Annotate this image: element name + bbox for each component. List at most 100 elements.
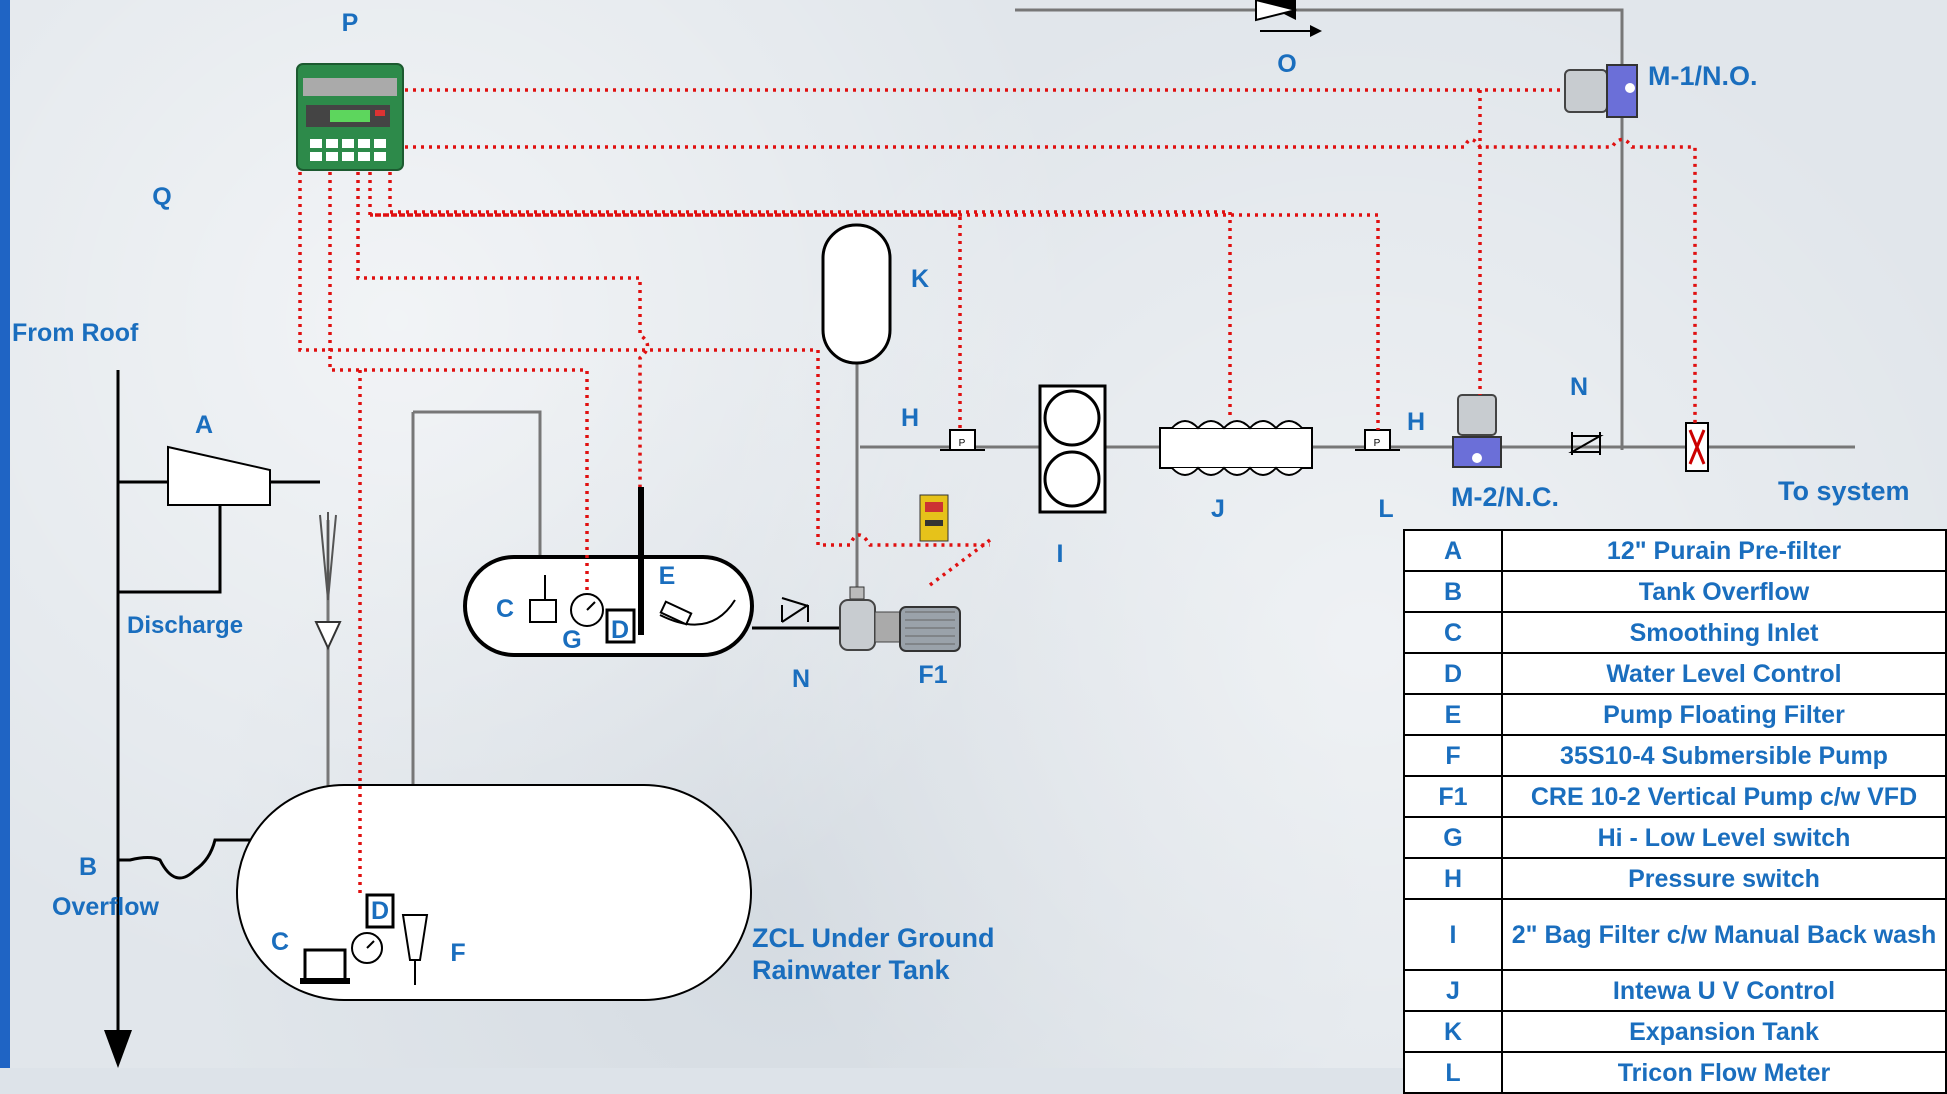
label-l: L [1378,495,1393,523]
legend-description: 12" Purain Pre-filter [1501,529,1947,572]
label-k: K [911,265,929,293]
label-m1: M-1/N.O. [1648,61,1758,91]
uv-unit-icon [1159,420,1313,476]
legend-key: G [1403,816,1503,859]
legend-description: CRE 10-2 Vertical Pump c/w VFD [1501,775,1947,818]
legend-description: 2" Bag Filter c/w Manual Back wash [1501,898,1947,971]
legend-description: Hi - Low Level switch [1501,816,1947,859]
level-control-lower-box [365,893,395,929]
valve-o-icon [1255,0,1322,37]
smoothing-inlet-lower-icon [303,948,347,982]
legend-description: Pump Floating Filter [1501,693,1947,736]
vfd-icon [919,494,949,542]
inlet-funnel-icon [314,512,342,651]
label-j: J [1211,495,1225,523]
label-overflow: Overflow [52,893,160,921]
legend-key: I [1403,898,1503,971]
check-valve-2-icon [1568,432,1604,455]
label-h-2: H [1407,408,1425,436]
label-to-system: To system [1778,476,1910,506]
label-m2: M-2/N.C. [1451,482,1559,512]
level-control-box [605,608,636,644]
pump-f1-icon [839,586,961,652]
motor-valve-m1-icon [1564,64,1638,118]
legend-description: Smoothing Inlet [1501,611,1947,654]
pressure-switch-symbol: P [1374,438,1381,449]
legend-description: Expansion Tank [1501,1010,1947,1053]
pressure-switch-symbol: P [959,438,966,449]
label-from-roof: From Roof [12,319,139,347]
label-c-2: C [271,928,289,956]
legend-key: A [1403,529,1503,572]
pressure-switch-2-icon: P [1355,429,1400,451]
roof-pipe [116,370,842,1050]
legend-key: C [1403,611,1503,654]
legend-key: F1 [1403,775,1503,818]
label-d-2: D [371,897,389,925]
label-n-2: N [1570,373,1588,401]
down-arrow-icon [104,1030,132,1068]
label-i: I [1057,540,1064,568]
legend-key: F [1403,734,1503,777]
label-n-1: N [792,665,810,693]
prefilter-icon [167,445,271,506]
legend-description: Tank Overflow [1501,570,1947,613]
legend-key: L [1403,1051,1503,1094]
check-valve-icon [781,597,809,623]
label-d-1: D [611,616,629,644]
legend-key: E [1403,693,1503,736]
legend-key: J [1403,969,1503,1012]
control-wires [298,88,1697,895]
motor-valve-m2-icon [1452,394,1502,468]
flow-meter-icon [1685,422,1709,472]
legend-description: Pressure switch [1501,857,1947,900]
label-a: A [195,411,213,439]
tank-title-line2: Rainwater Tank [752,955,951,985]
expansion-tank [821,223,892,365]
label-f: F [450,939,465,967]
label-h-1: H [901,404,919,432]
schematic: P P [12,0,1910,1068]
legend-description: Water Level Control [1501,652,1947,695]
bag-filter-icon [1038,384,1107,514]
float-hose [659,599,736,626]
tank-title-line1: ZCL Under Ground [752,923,995,953]
label-e: E [659,562,676,590]
label-o: O [1277,50,1296,78]
upper-tank [463,555,754,657]
legend-description: 35S10-4 Submersible Pump [1501,734,1947,777]
legend-key: B [1403,570,1503,613]
label-c-1: C [496,595,514,623]
label-p: P [342,9,359,37]
floating-filter-icon [659,600,693,626]
label-discharge: Discharge [127,612,243,639]
label-g: G [562,626,581,654]
label-q: Q [152,183,171,211]
label-f1: F1 [918,661,947,689]
legend-key: D [1403,652,1503,695]
legend-key: K [1403,1010,1503,1053]
controller-icon [296,63,404,171]
label-b: B [79,853,97,881]
smoothing-inlet-icon [529,599,557,623]
legend-description: Intewa U V Control [1501,969,1947,1012]
legend-key: H [1403,857,1503,900]
legend-description: Tricon Flow Meter [1501,1051,1947,1094]
pressure-switch-1-icon: P [940,429,985,451]
submersible-pump-icon [401,914,429,961]
level-rod [638,487,644,635]
